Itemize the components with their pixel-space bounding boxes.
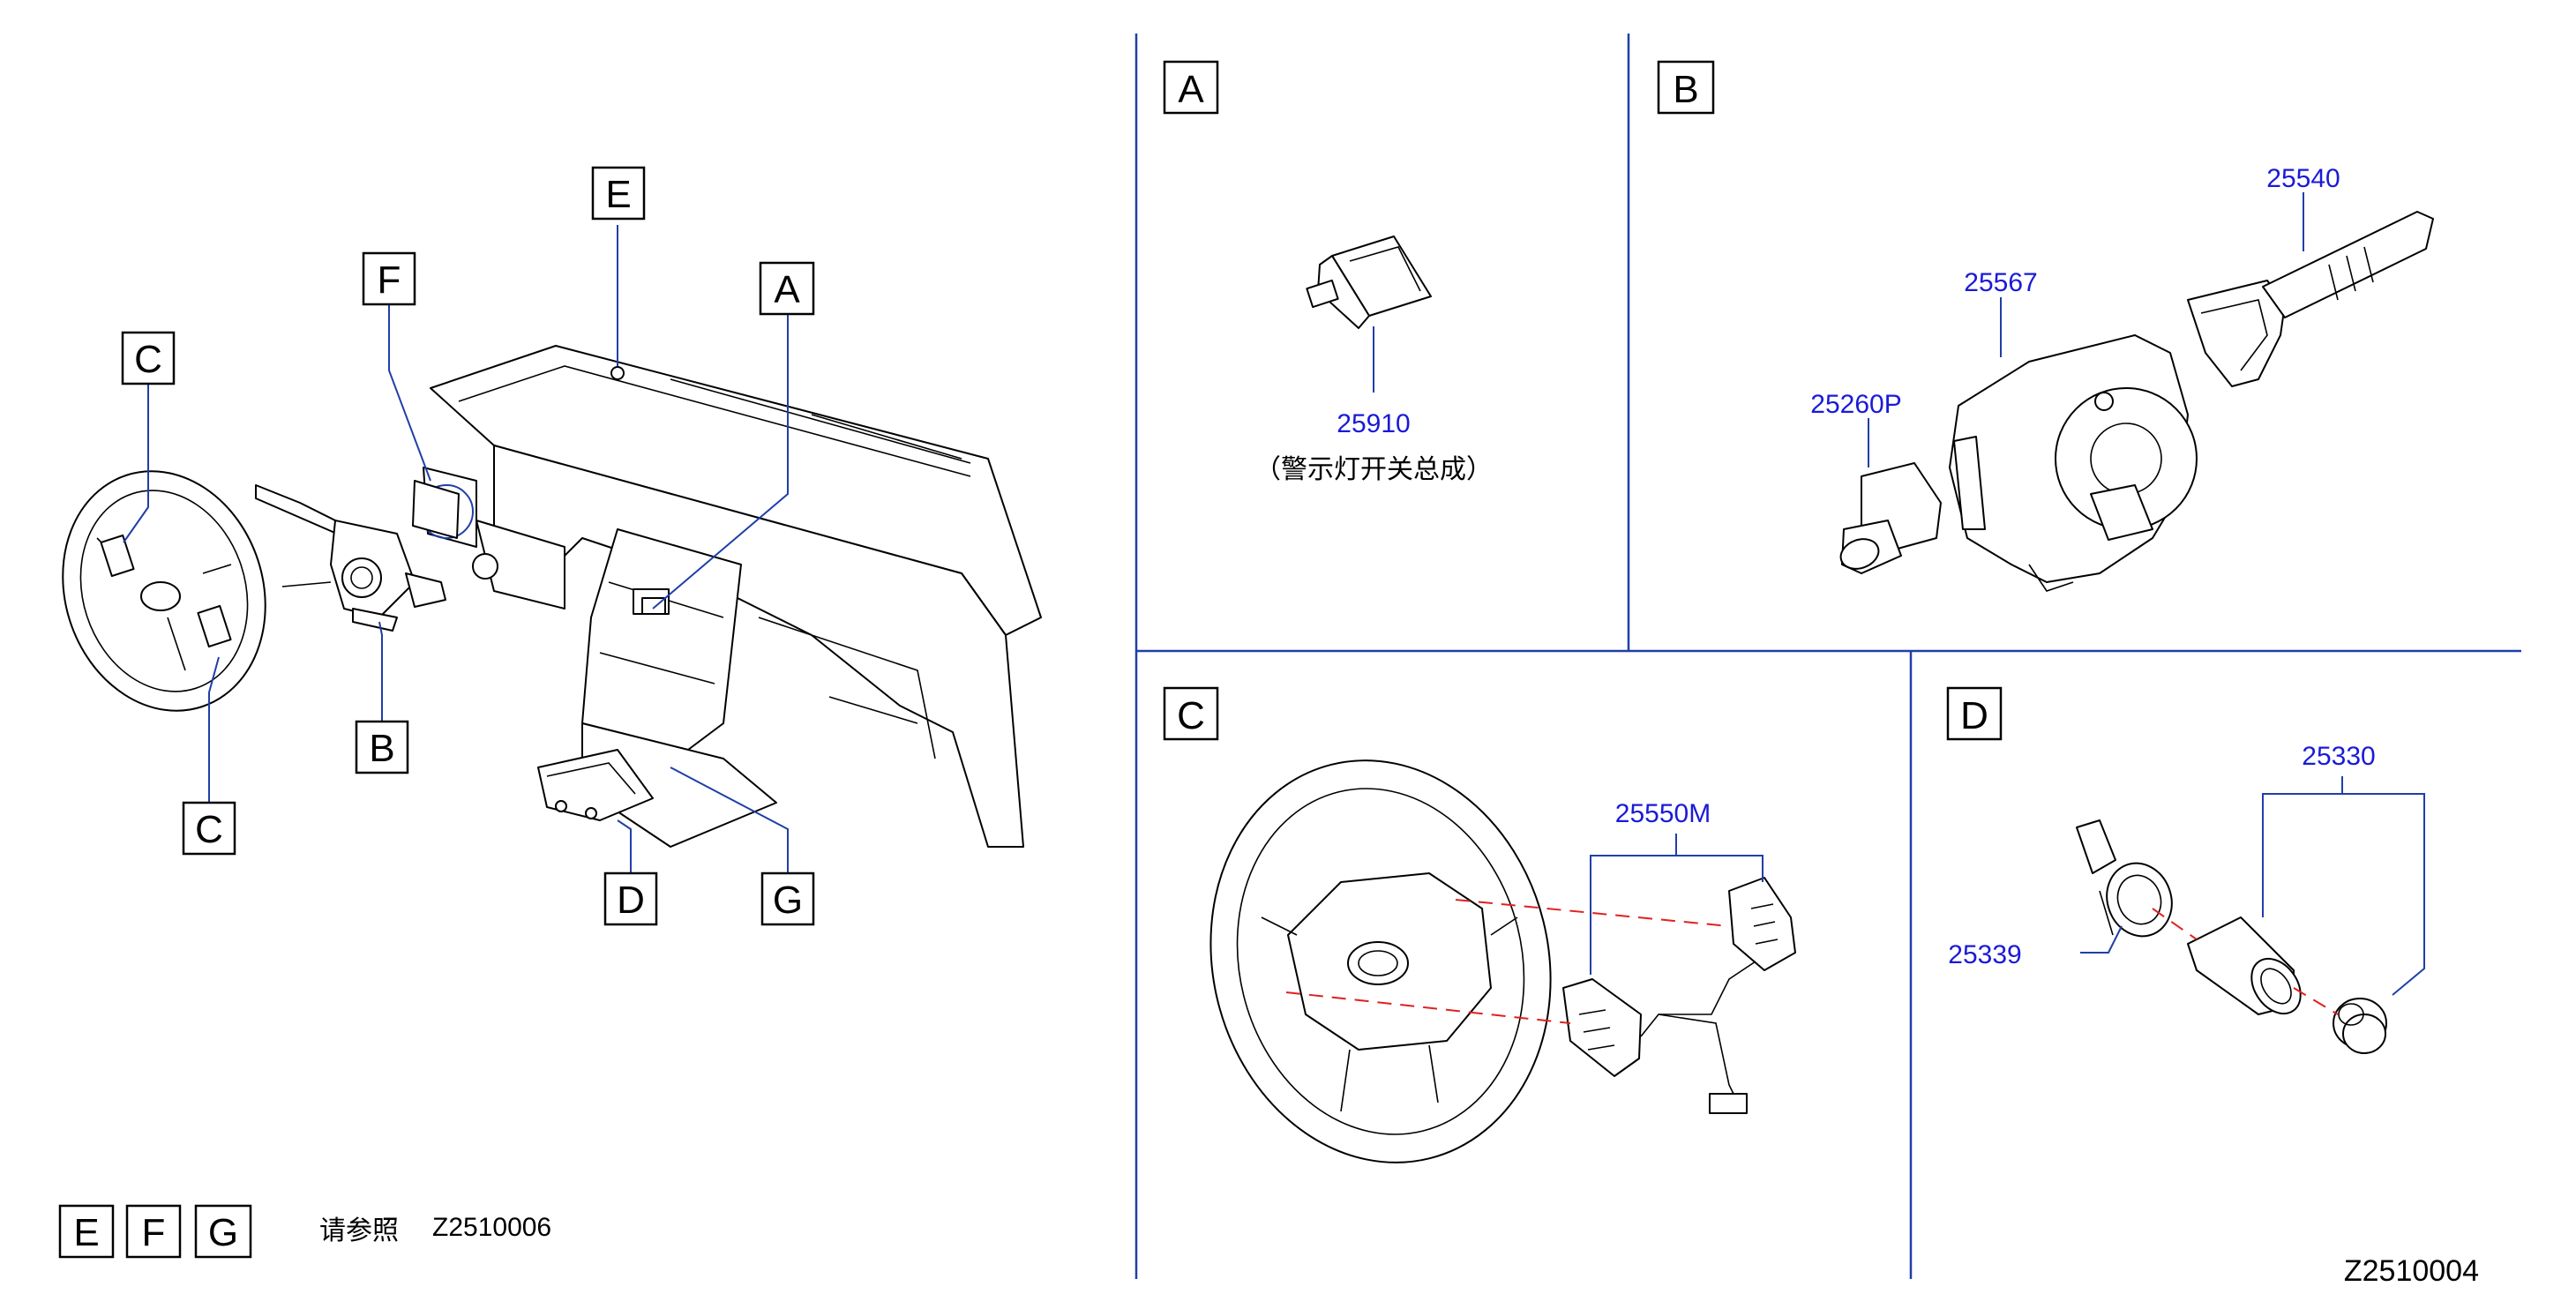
part-number-25540: 25540 (2266, 164, 2340, 193)
steering-wheel-overview (62, 470, 266, 712)
part-number-25567: 25567 (1964, 268, 2037, 297)
steering-wheel-detail (1209, 759, 1552, 1163)
callout-e: E (591, 166, 646, 221)
refer-note: E F G 请参照 Z2510006 (58, 1204, 551, 1259)
svg-text:E: E (73, 1211, 99, 1254)
panel-b: B 25540 25567 25260P (1657, 60, 2434, 592)
column-switch-overview (255, 484, 446, 632)
callout-d: D (603, 871, 658, 926)
lever-switch-part (2187, 211, 2434, 387)
panel-frame (1134, 34, 2521, 1279)
svg-text:B: B (369, 727, 394, 770)
svg-text:C: C (1177, 694, 1205, 737)
hazard-switch-part (1306, 236, 1432, 329)
lighter-plug-part (2333, 998, 2387, 1054)
refer-box-f: F (125, 1204, 182, 1259)
callout-c-top: C (121, 331, 176, 385)
refer-code: Z2510006 (432, 1213, 551, 1242)
svg-text:B: B (1673, 68, 1698, 111)
svg-text:E: E (605, 173, 631, 216)
svg-text:G: G (208, 1211, 238, 1254)
callout-c-bottom: C (182, 801, 236, 856)
svg-text:C: C (195, 808, 223, 851)
lighter-socket-part (2187, 916, 2302, 1015)
ignition-switch-part (1839, 462, 1942, 574)
svg-text:A: A (1178, 68, 1204, 111)
panel-a: A 25910 （警示灯开关总成） (1163, 60, 1493, 484)
part-number-25260p: 25260P (1810, 390, 1901, 419)
svg-text:C: C (134, 338, 162, 381)
svg-text:G: G (773, 879, 803, 922)
callout-f: F (362, 251, 416, 306)
svg-text:F: F (378, 258, 401, 302)
refer-box-g: G (194, 1204, 252, 1259)
svg-text:D: D (617, 879, 645, 922)
panel-c: C 25550M (1163, 686, 1796, 1163)
svg-text:F: F (142, 1211, 166, 1254)
refer-box-e: E (58, 1204, 115, 1259)
part-number-25339: 25339 (1948, 940, 2021, 969)
callout-b: B (355, 720, 409, 774)
part-number-25330: 25330 (2302, 742, 2375, 771)
dashboard-illustration (412, 345, 1042, 848)
spiral-cable-part (1949, 334, 2198, 592)
part-number-25550m: 25550M (1615, 799, 1711, 828)
refer-text: 请参照 (319, 1216, 399, 1245)
callout-g: G (760, 871, 815, 926)
diagram-code: Z2510004 (2344, 1254, 2479, 1288)
callout-a: A (759, 261, 815, 316)
part-description: （警示灯开关总成） (1254, 455, 1493, 484)
lighter-ring-part (2076, 819, 2173, 938)
part-number-25910: 25910 (1337, 409, 1410, 438)
steering-switch-part (1562, 877, 1796, 1114)
svg-text:D: D (1960, 694, 1988, 737)
svg-text:A: A (774, 268, 800, 311)
overview-leaders (123, 225, 789, 873)
panel-d: D 25330 25339 (1946, 686, 2425, 1054)
